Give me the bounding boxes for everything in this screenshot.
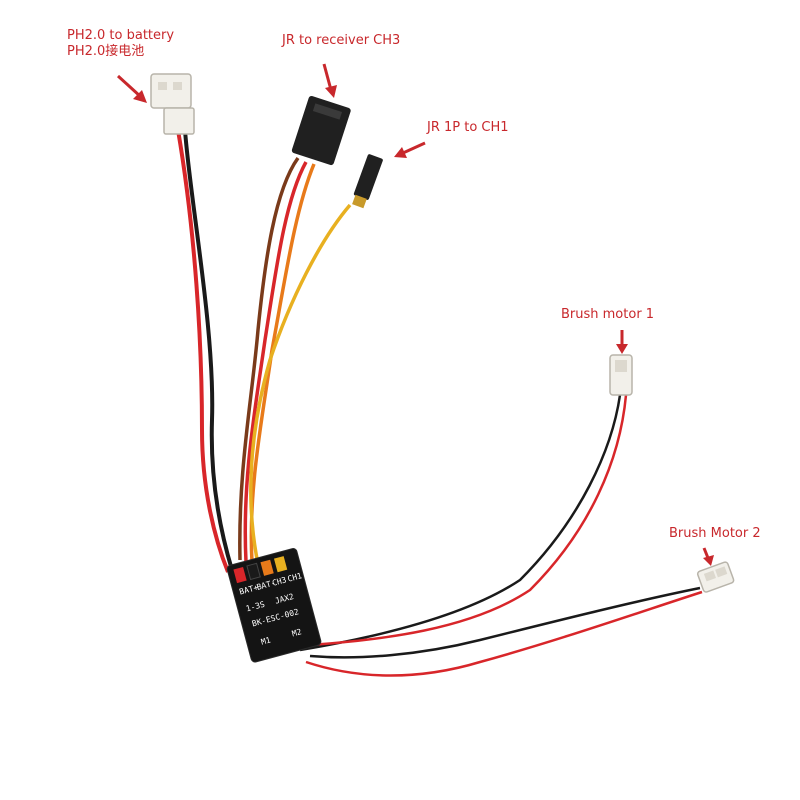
- pcb-m2-text: M2: [291, 627, 303, 638]
- battery-label: PH2.0 to battery: [67, 28, 175, 43]
- motor1-red-wire: [309, 394, 628, 647]
- receiver-red-wire: [243, 161, 308, 563]
- motor1-black-wire: [299, 394, 622, 652]
- motor1-label: Brush motor 1: [561, 307, 655, 322]
- ch1-label: JR 1P to CH1: [427, 120, 509, 135]
- receiver-label: JR to receiver CH3: [282, 33, 401, 48]
- pcb-m1-text: M1: [260, 635, 272, 646]
- arrow-receiver-icon: [322, 63, 337, 98]
- battery-black-wire: [183, 129, 234, 571]
- ch1-yellow-wire: [249, 203, 352, 565]
- esc-board: BAT+ BAT- CH3 CH1 1-3S JAX2 BK-ESC-002 M…: [226, 548, 322, 663]
- pcb-pad-label-4: CH1: [287, 571, 303, 583]
- arrow-battery-icon: [116, 74, 147, 103]
- motor1-connector: [609, 354, 633, 396]
- pcb-pad-label-3: CH3: [271, 575, 287, 587]
- motor2-red-wire: [305, 590, 703, 677]
- battery-connector: [150, 73, 195, 135]
- arrow-ch1-icon: [394, 141, 426, 158]
- receiver-brown-wire: [238, 156, 300, 561]
- arrow-motor1-icon: [616, 330, 628, 354]
- motor2-label: Brush Motor 2: [669, 526, 761, 541]
- battery-red-wire: [176, 129, 230, 573]
- motor2-black-wire: [309, 586, 701, 659]
- ch1-connector: [352, 154, 383, 209]
- receiver-connector: [291, 95, 351, 166]
- arrow-motor2-icon: [702, 547, 714, 566]
- motor2-connector: [696, 561, 735, 593]
- battery-label-chinese: PH2.0接电池: [67, 44, 145, 59]
